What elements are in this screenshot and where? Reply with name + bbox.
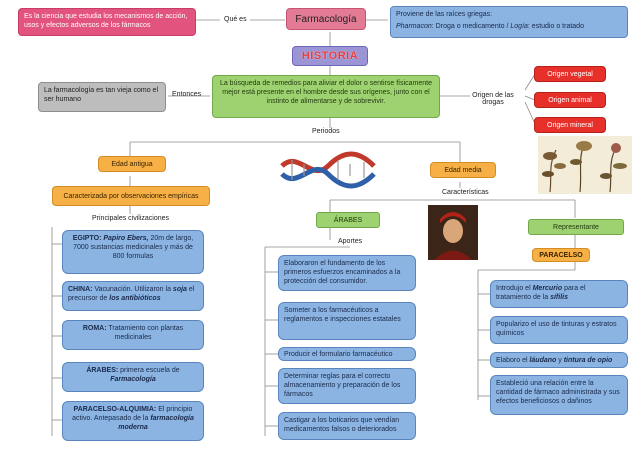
- papiro-ebers: Papiro Ebers,: [103, 235, 149, 242]
- civ-paracelso-desc: El principio activo. Antepasado de la: [72, 406, 193, 423]
- logia-term: Logía: [510, 23, 528, 31]
- origin-mineral: Origen mineral: [534, 117, 606, 133]
- que-es-label: Qué es: [224, 16, 247, 23]
- logia-meaning: : estudio o tratado: [527, 23, 584, 31]
- vieja-text: La farmacología es tan vieja como el ser…: [44, 87, 159, 104]
- principales-label: Principales civilizaciones: [92, 215, 170, 222]
- pharmacon-term: Pharmacon: [396, 23, 432, 31]
- edad-media: Edad media: [430, 162, 496, 178]
- representante-box: Representante: [528, 219, 624, 235]
- periodos-label: Periodos: [312, 128, 340, 135]
- laudano-term: láudano: [529, 357, 557, 364]
- aporte-3: Producir el formulario farmacéutico: [278, 347, 416, 361]
- item1-c: para el tratamiento de la: [496, 285, 586, 302]
- aporte-2: Someter a los farmacéuticos a reglamento…: [278, 302, 416, 340]
- etymology-line1: Proviene de las raíces griegas:: [396, 11, 493, 18]
- origin-vegetal: Origen vegetal: [534, 66, 606, 82]
- farmacologia-moderna-term: farmacología moderna: [118, 415, 194, 432]
- civ-arabes-name: ÁRABES:: [86, 367, 119, 374]
- entonces-label: Entonces: [172, 91, 202, 98]
- dna-illustration: [280, 151, 376, 189]
- caracteristicas-label: Características: [442, 189, 489, 196]
- edad-antigua-desc: Caracterizada por observaciones empírica…: [52, 186, 210, 206]
- civ-egipto: EGIPTO: Papiro Ebers, 20m de largo, 7000…: [62, 230, 204, 274]
- aporte-1: Elaboraron el fundamento de los primeros…: [278, 255, 416, 291]
- civ-roma-desc: Tratamiento con plantas medicinales: [106, 325, 184, 342]
- origin-animal: Origen animal: [534, 92, 606, 108]
- paracelso-box: PARACELSO: [532, 248, 590, 262]
- civ-china-desc-b: el precursor de: [68, 286, 195, 303]
- antibioticos-term: los antibióticos: [109, 295, 161, 303]
- civ-roma-name: ROMA:: [82, 325, 107, 332]
- item3-a: Elaboro el: [496, 357, 530, 364]
- civ-arabes-desc: primera escuela de: [118, 367, 180, 374]
- civ-china-name: CHINA:: [68, 286, 93, 293]
- civ-china-desc-a: Vacunación. Utilizaron la: [92, 286, 173, 293]
- soja-term: soja: [172, 286, 187, 293]
- civ-paracelso-name: PARACELSO-ALQUIMIA:: [73, 406, 157, 413]
- edad-antigua: Edad antigua: [98, 156, 166, 172]
- paracelso-item-3: Elaboro el láudano y tintura de opio: [490, 352, 628, 368]
- paracelso-portrait: [428, 205, 478, 260]
- pharmacon-meaning: : Droga o medicamento /: [431, 23, 511, 31]
- busqueda-text: La búsqueda de remedios para aliviar el …: [219, 80, 433, 106]
- civ-arabes: ÁRABES: primera escuela de Farmacología: [62, 362, 204, 392]
- busqueda-box: La búsqueda de remedios para aliviar el …: [212, 75, 440, 118]
- arabes-box: ÁRABES: [316, 212, 380, 228]
- civ-egipto-name: EGIPTO:: [72, 235, 102, 242]
- item3-c: y: [556, 357, 564, 364]
- item1-a: Introdujo el: [496, 285, 533, 292]
- aporte-4: Determinar reglas para el correcto almac…: [278, 368, 416, 404]
- civ-china: CHINA: Vacunación. Utilizaron la soja el…: [62, 281, 204, 311]
- paracelso-item-1: Introdujo el Mercurio para el tratamient…: [490, 280, 628, 308]
- paracelso-item-2: Popularizo el uso de tinturas y estratos…: [490, 316, 628, 344]
- civ-roma: ROMA: Tratamiento con plantas medicinale…: [62, 320, 204, 350]
- definition-text: Es la ciencia que estudia los mecanismos…: [24, 13, 188, 30]
- origen-drogas-label: Origen de las drogas: [472, 92, 514, 106]
- aporte-5: Castigar a los boticarios que vendían me…: [278, 412, 416, 440]
- page-title: Farmacología: [286, 8, 366, 30]
- vieja-box: La farmacología es tan vieja como el ser…: [38, 82, 166, 112]
- aportes-label: Aportes: [338, 238, 363, 245]
- paracelso-item-4: Estableció una relación entre la cantida…: [490, 375, 628, 415]
- civ-paracelso: PARACELSO-ALQUIMIA: El principio activo.…: [62, 401, 204, 441]
- definition-box: Es la ciencia que estudia los mecanismos…: [18, 8, 196, 36]
- historia-badge: HISTORIA: [292, 46, 368, 66]
- botanical-illustration: [538, 136, 632, 194]
- tintura-opio-term: tintura de opio: [563, 357, 613, 364]
- civ-egipto-desc: 20m de largo, 7000 sustancias medicinale…: [73, 235, 194, 261]
- farmacologia-term: Farmacología: [110, 376, 156, 384]
- mercurio-term: Mercurio: [532, 285, 563, 292]
- etymology-line2: Pharmacon: Droga o medicamento / Logía: …: [396, 22, 622, 31]
- sifilis-term: sífilis: [550, 294, 568, 302]
- etymology-box: Proviene de las raíces griegas: Pharmaco…: [390, 6, 628, 38]
